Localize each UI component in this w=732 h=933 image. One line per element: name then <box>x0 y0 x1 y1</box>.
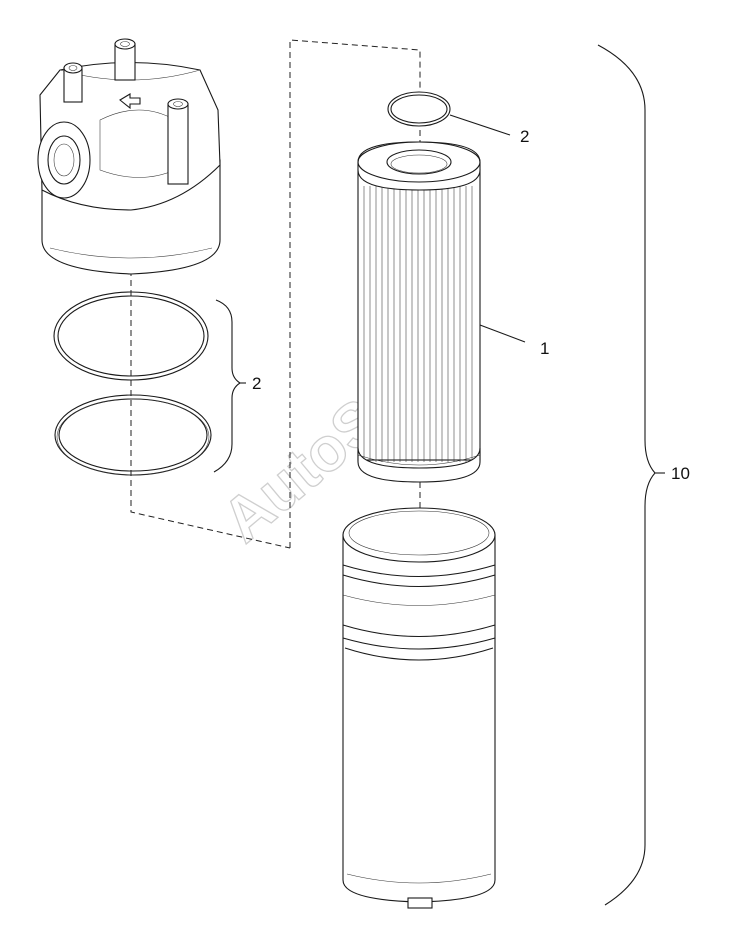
callout-element: 1 <box>540 339 549 358</box>
filter-head <box>37 38 221 275</box>
callout-o-ring-top: 2 <box>520 127 529 146</box>
filter-bowl <box>342 507 496 909</box>
top-o-ring <box>387 91 451 127</box>
o-ring-bracket <box>213 299 242 473</box>
callout-o-rings-head: 2 <box>252 374 261 393</box>
head-o-rings <box>53 291 212 476</box>
filter-element <box>357 141 481 483</box>
assembly-bracket <box>597 44 656 906</box>
callout-assembly: 10 <box>671 464 690 483</box>
